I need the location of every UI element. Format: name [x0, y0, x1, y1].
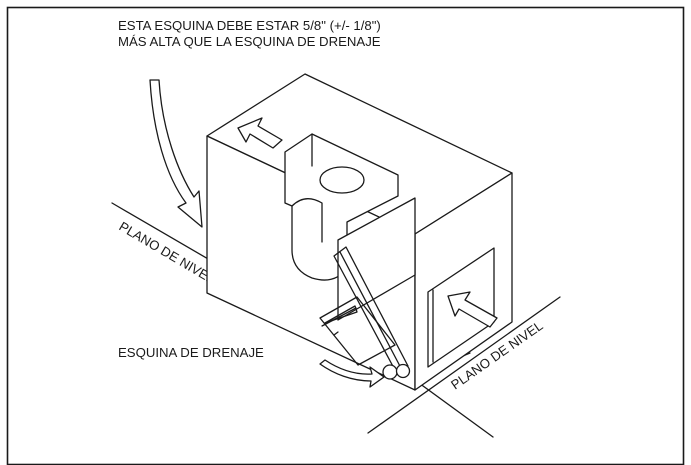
cabinet-end-face — [414, 172, 513, 391]
airflow-arrow-top — [237, 117, 283, 149]
high-corner-note-line1: ESTA ESQUINA DEBE ESTAR 5/8" (+/- 1/8") — [118, 18, 381, 33]
high-corner-note-line2: MÁS ALTA QUE LA ESQUINA DE DRENAJE — [118, 34, 381, 49]
drain-pan — [319, 296, 396, 366]
airflow-arrow-return — [447, 291, 498, 328]
drain-corner-arrow — [319, 359, 385, 388]
coil-frame — [337, 197, 416, 321]
air-handler-unit — [206, 73, 513, 391]
blower-inlet — [319, 166, 365, 194]
drain-port-primary — [382, 364, 398, 380]
level-plane-right-line — [367, 296, 561, 434]
drain-port-secondary — [395, 363, 411, 379]
high-corner-arrow — [149, 79, 203, 228]
drain-corner-label: ESQUINA DE DRENAJE — [118, 345, 264, 360]
